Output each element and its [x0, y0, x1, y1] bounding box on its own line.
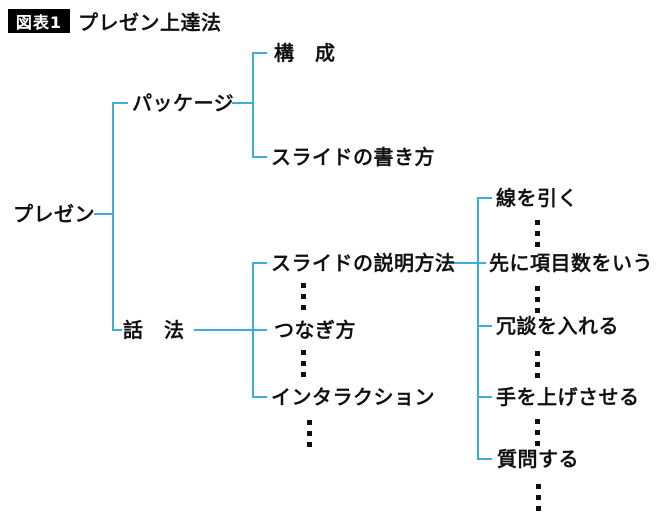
root-connector-line: [94, 213, 113, 215]
draw-line-stub-line: [477, 197, 492, 199]
vertical-ellipsis-icon: [535, 419, 540, 446]
level1-vertical-line: [112, 102, 114, 331]
interaction-stub-line: [252, 396, 267, 398]
figure-number-badge: 図表1: [8, 9, 70, 33]
node-have-them-raise-hands: 手を上げさせる: [496, 385, 640, 409]
node-ask-questions: 質問する: [497, 447, 579, 471]
package-stub-line: [112, 102, 128, 104]
vertical-ellipsis-icon: [301, 283, 306, 310]
package-children-vertical-line: [252, 52, 254, 158]
node-slide-explanation-method: スライドの説明方法: [271, 251, 456, 275]
vertical-ellipsis-icon: [535, 351, 540, 378]
speech-children-vertical-line: [252, 262, 254, 398]
explanation-children-vertical-line: [477, 197, 479, 460]
node-say-item-count-first: 先に項目数をいう: [489, 251, 653, 275]
node-interaction: インタラクション: [271, 385, 435, 409]
node-transitions: つなぎ方: [274, 318, 356, 342]
node-speech-technique: 話 法: [123, 318, 185, 342]
vertical-ellipsis-icon: [307, 420, 312, 447]
explanation-children-connector-line: [446, 262, 486, 264]
vertical-ellipsis-icon: [301, 350, 306, 377]
slide-writing-stub-line: [252, 156, 267, 158]
question-stub-line: [477, 458, 492, 460]
package-children-connector-line: [232, 102, 254, 104]
raise-hands-stub-line: [477, 396, 492, 398]
joke-stub-line: [477, 325, 492, 327]
slide-explanation-stub-line: [252, 262, 267, 264]
node-composition: 構 成: [274, 41, 336, 65]
vertical-ellipsis-icon: [535, 220, 540, 247]
composition-stub-line: [252, 52, 267, 54]
node-insert-a-joke: 冗談を入れる: [496, 314, 619, 338]
node-slide-writing: スライドの書き方: [271, 145, 435, 169]
speech-stub-line: [112, 329, 122, 331]
figure-title: プレゼン上達法: [78, 10, 222, 35]
vertical-ellipsis-icon: [536, 484, 541, 511]
node-presentation-root: プレゼン: [13, 202, 95, 226]
node-package: パッケージ: [132, 91, 235, 115]
vertical-ellipsis-icon: [535, 286, 540, 313]
speech-children-connector-line: [194, 329, 267, 331]
node-draw-a-line: 線を引く: [496, 186, 578, 210]
